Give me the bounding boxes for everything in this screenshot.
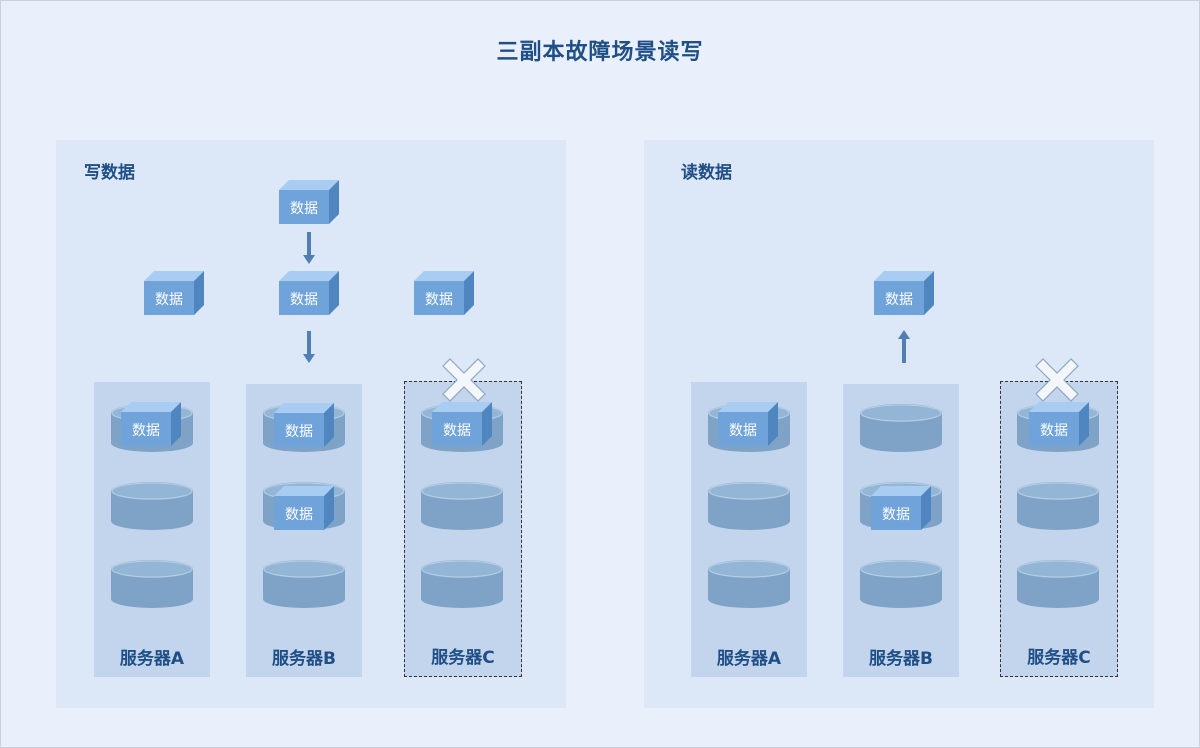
disk-cylinder	[421, 560, 503, 608]
server-label: 服务器C	[1027, 648, 1091, 668]
data-block-icon	[279, 271, 339, 315]
disk-cylinder	[263, 560, 345, 608]
disk-cylinder	[111, 482, 193, 530]
data-block-label: 数据	[729, 423, 757, 439]
disk-cylinder	[860, 404, 942, 452]
data-block-icon	[1029, 402, 1089, 446]
failure-x-icon	[1035, 358, 1079, 402]
server-label: 服务器A	[716, 649, 782, 669]
arrow-down-icon	[303, 232, 315, 264]
disk-cylinder	[111, 560, 193, 608]
server-label: 服务器C	[431, 648, 495, 668]
data-block-icon	[718, 402, 778, 446]
data-block-label: 数据	[885, 292, 913, 308]
disk-cylinder	[860, 560, 942, 608]
data-block-icon	[432, 402, 492, 446]
data-block-label: 数据	[285, 424, 313, 440]
data-block-icon	[144, 271, 204, 315]
data-block-icon	[274, 486, 334, 530]
failure-x-icon	[442, 358, 486, 402]
data-block-label: 数据	[155, 292, 183, 308]
data-block-label: 数据	[443, 423, 471, 439]
data-block-icon	[414, 271, 474, 315]
write-panel-title: 写数据	[84, 163, 135, 183]
data-block-icon	[871, 486, 931, 530]
server-label: 服务器B	[869, 649, 933, 669]
data-block-icon	[874, 271, 934, 315]
disk-cylinder	[1017, 482, 1099, 530]
read-panel-title: 读数据	[681, 163, 732, 183]
data-block-icon	[279, 180, 339, 224]
data-block-label: 数据	[1040, 423, 1068, 439]
data-block-label: 数据	[285, 507, 313, 523]
data-block-icon	[121, 402, 181, 446]
data-block-label: 数据	[290, 201, 318, 217]
diagram-title: 三副本故障场景读写	[496, 40, 704, 65]
data-block-label: 数据	[132, 423, 160, 439]
data-block-label: 数据	[882, 507, 910, 523]
data-block-label: 数据	[290, 292, 318, 308]
server-label: 服务器B	[272, 649, 336, 669]
disk-cylinder	[708, 482, 790, 530]
data-block-label: 数据	[425, 292, 453, 308]
data-block-icon	[274, 403, 334, 447]
arrow-down-icon	[303, 331, 315, 363]
disk-cylinder	[421, 482, 503, 530]
server-label: 服务器A	[119, 649, 185, 669]
arrow-up-icon	[898, 330, 910, 363]
disk-cylinder	[708, 560, 790, 608]
disk-cylinder	[1017, 560, 1099, 608]
